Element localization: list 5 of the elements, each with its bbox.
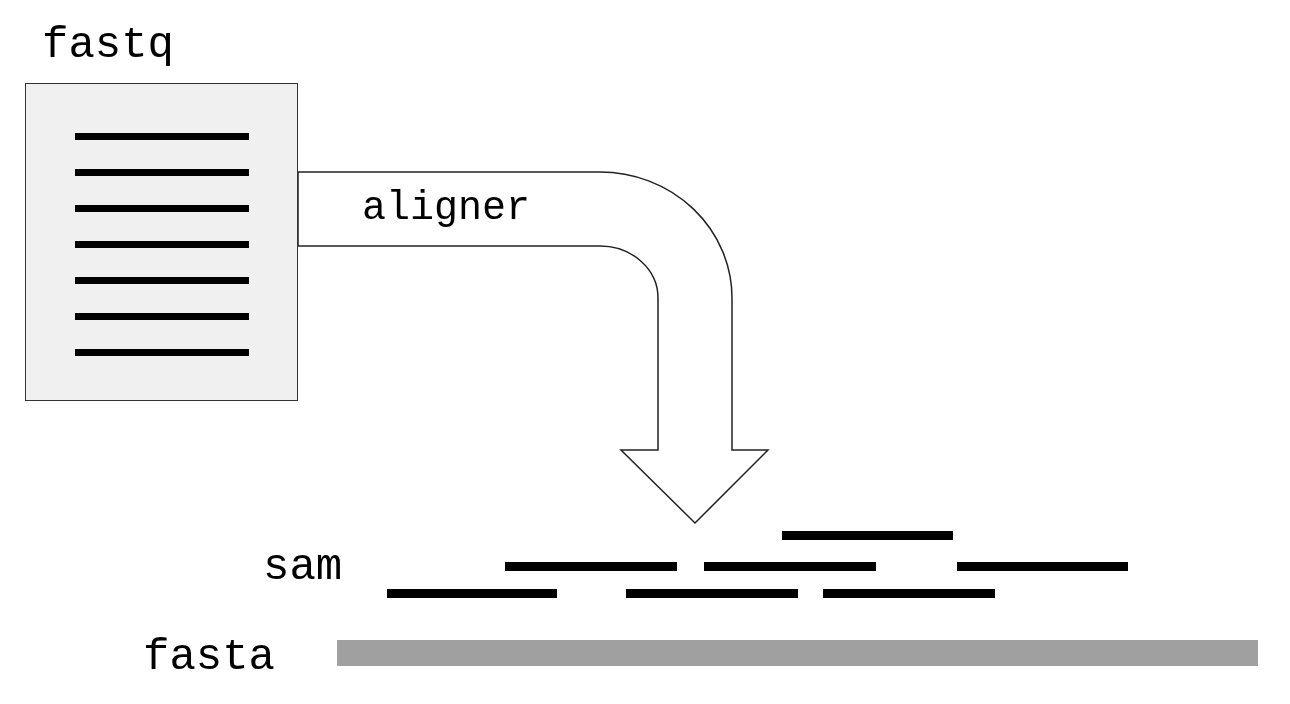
file-label: sam xyxy=(263,542,343,592)
file-label: fastq xyxy=(42,20,175,70)
edge-label: aligner xyxy=(362,186,531,232)
block-arrow xyxy=(297,171,769,524)
file-label: fasta xyxy=(143,632,276,682)
